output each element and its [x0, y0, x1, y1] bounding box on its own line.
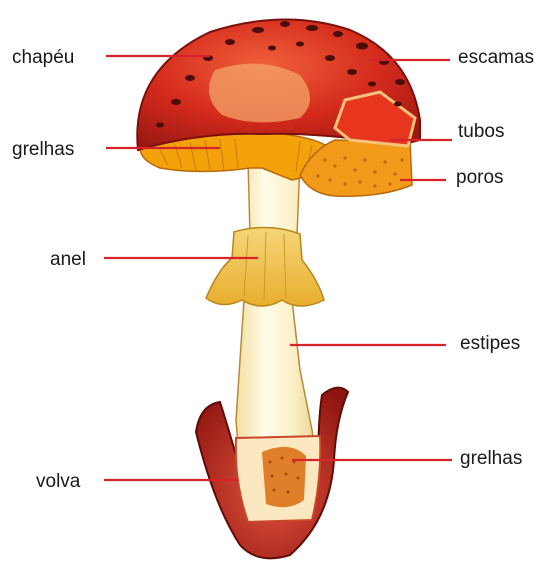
label-scales: escamas — [458, 47, 534, 68]
label-pores: poros — [456, 167, 504, 188]
label-gills-bottom: grelhas — [460, 448, 522, 469]
label-gills-top: grelhas — [12, 139, 74, 160]
mushroom-illustration — [137, 19, 420, 558]
label-cap: chapéu — [12, 47, 74, 68]
label-stipe: estipes — [460, 333, 520, 354]
label-tubes: tubos — [458, 121, 504, 142]
label-volva: volva — [36, 471, 81, 492]
basal-gills-shape — [262, 447, 306, 507]
stipe-shape — [236, 160, 318, 470]
label-ring: anel — [50, 249, 86, 270]
